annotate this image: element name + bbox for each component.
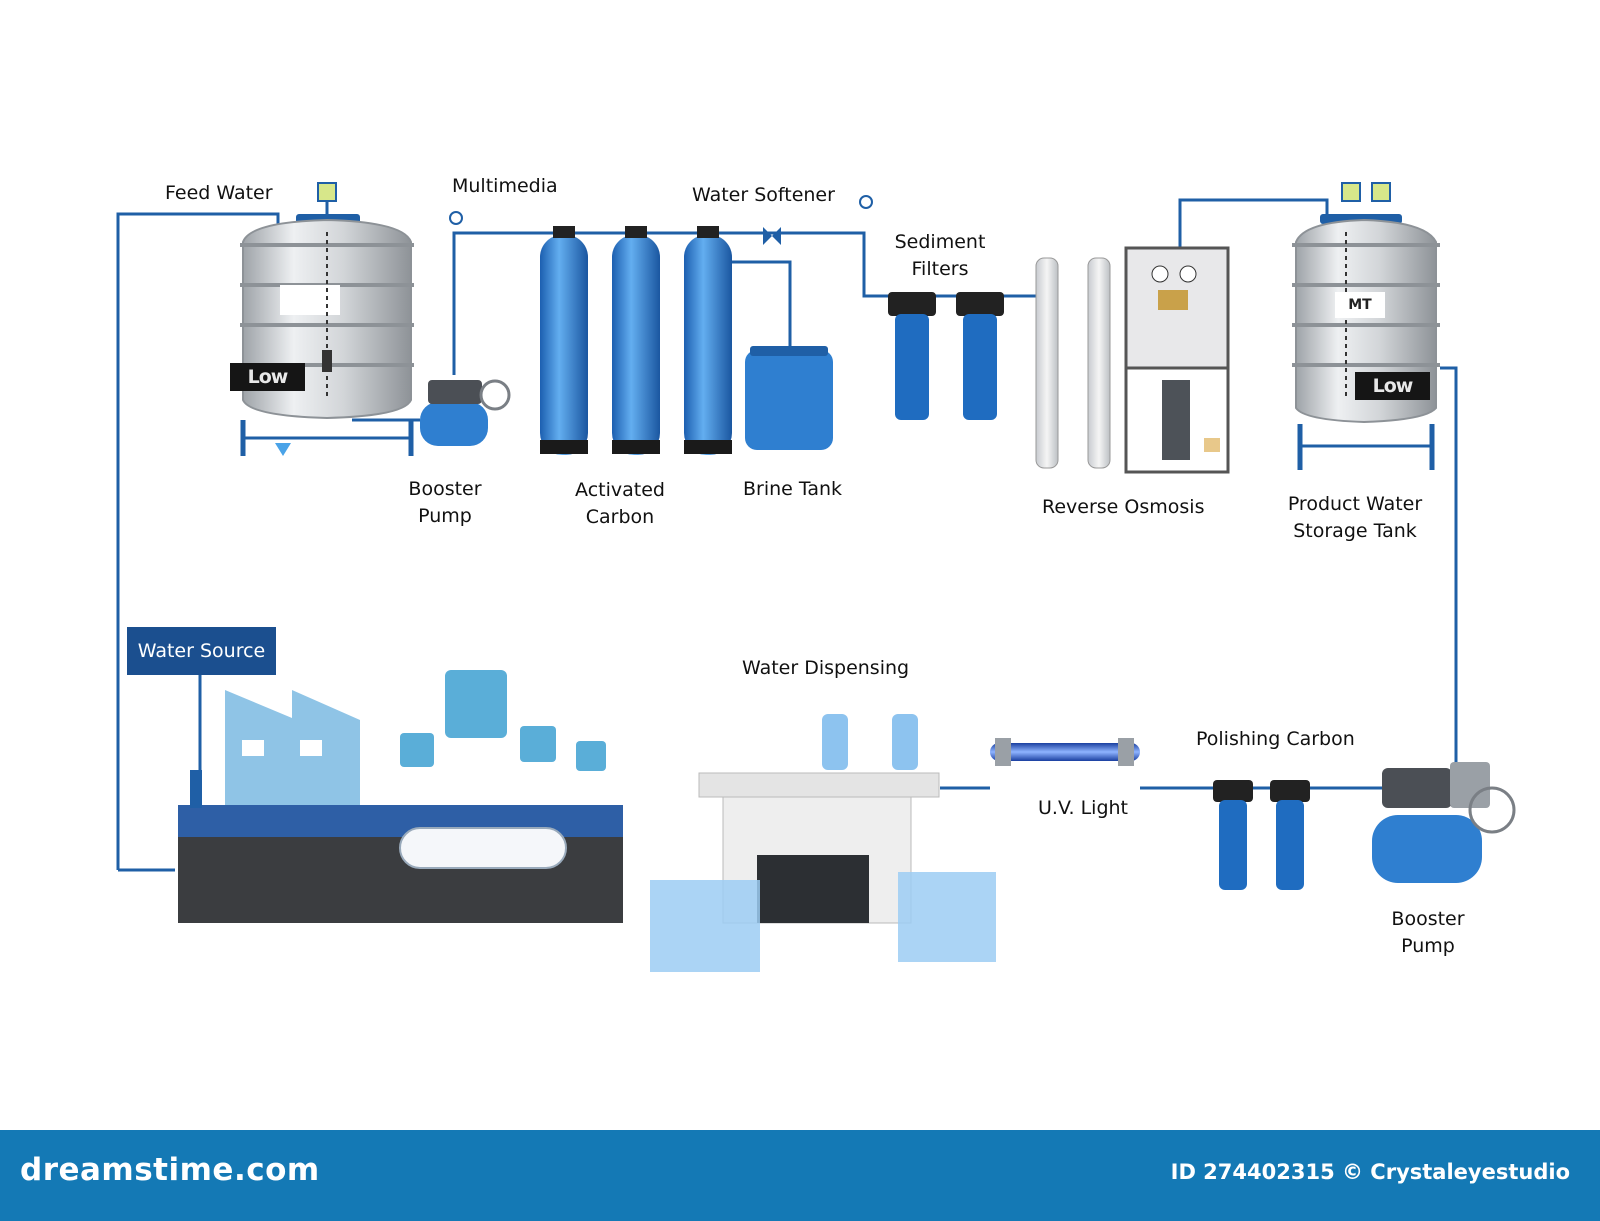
process-diagram <box>116 182 1516 972</box>
water-softener-label: Water Softener <box>692 184 835 206</box>
filter-vessels-icon <box>540 226 732 455</box>
multimedia-label: Multimedia <box>452 175 558 197</box>
booster-pump-bottom-label-line1: Booster <box>1391 908 1465 930</box>
polishing-carbon-icon <box>1213 780 1310 890</box>
brine-tank-label: Brine Tank <box>743 478 843 500</box>
activated-carbon-label-line2: Carbon <box>585 506 655 528</box>
reverse-osmosis-label: Reverse Osmosis <box>1042 496 1205 518</box>
feed-water-label: Feed Water <box>165 182 273 204</box>
brine-tank-icon <box>745 346 833 450</box>
water-source-icon <box>178 670 623 923</box>
reverse-osmosis-icon <box>1035 246 1230 474</box>
booster-pump-top-label-line2: Pump <box>418 505 472 527</box>
sediment-filters-label-line2: Filters <box>911 258 969 280</box>
sediment-filters-icon <box>888 292 1004 420</box>
activated-carbon-label-line1: Activated <box>575 479 665 501</box>
product-water-tank-icon <box>1292 182 1440 470</box>
sediment-filters-label-line1: Sediment <box>894 231 986 253</box>
pipe-gauges <box>449 195 873 225</box>
footer-brand: dreamstime.com <box>20 1152 320 1188</box>
uv-light-label: U.V. Light <box>1038 797 1128 819</box>
feed-water-tank-icon <box>240 182 414 456</box>
booster-pump-bottom-icon <box>1372 762 1516 883</box>
product-tank-tag: MT <box>1335 292 1385 318</box>
product-water-label-line2: Storage Tank <box>1293 520 1417 542</box>
booster-pump-top-label-line1: Booster <box>408 478 482 500</box>
polishing-carbon-label: Polishing Carbon <box>1196 728 1355 750</box>
diagram-canvas <box>116 182 1516 972</box>
feed-tank-level-indicator: Low <box>230 363 305 391</box>
product-tank-level-indicator: Low <box>1355 372 1430 400</box>
water-dispensing-icon <box>650 714 996 972</box>
booster-pump-top-icon <box>420 379 511 446</box>
softener-valve <box>763 227 781 245</box>
product-water-label-line1: Product Water <box>1287 493 1423 515</box>
footer-bar: dreamstime.com ID 274402315 © Crystaleye… <box>0 1130 1600 1221</box>
uv-light-icon <box>990 738 1140 766</box>
water-source-label: Water Source <box>127 627 276 675</box>
water-dispensing-label: Water Dispensing <box>742 657 910 679</box>
booster-pump-bottom-label-line2: Pump <box>1401 935 1455 957</box>
footer-image-id: ID 274402315 © Crystaleyestudio <box>1170 1160 1570 1184</box>
